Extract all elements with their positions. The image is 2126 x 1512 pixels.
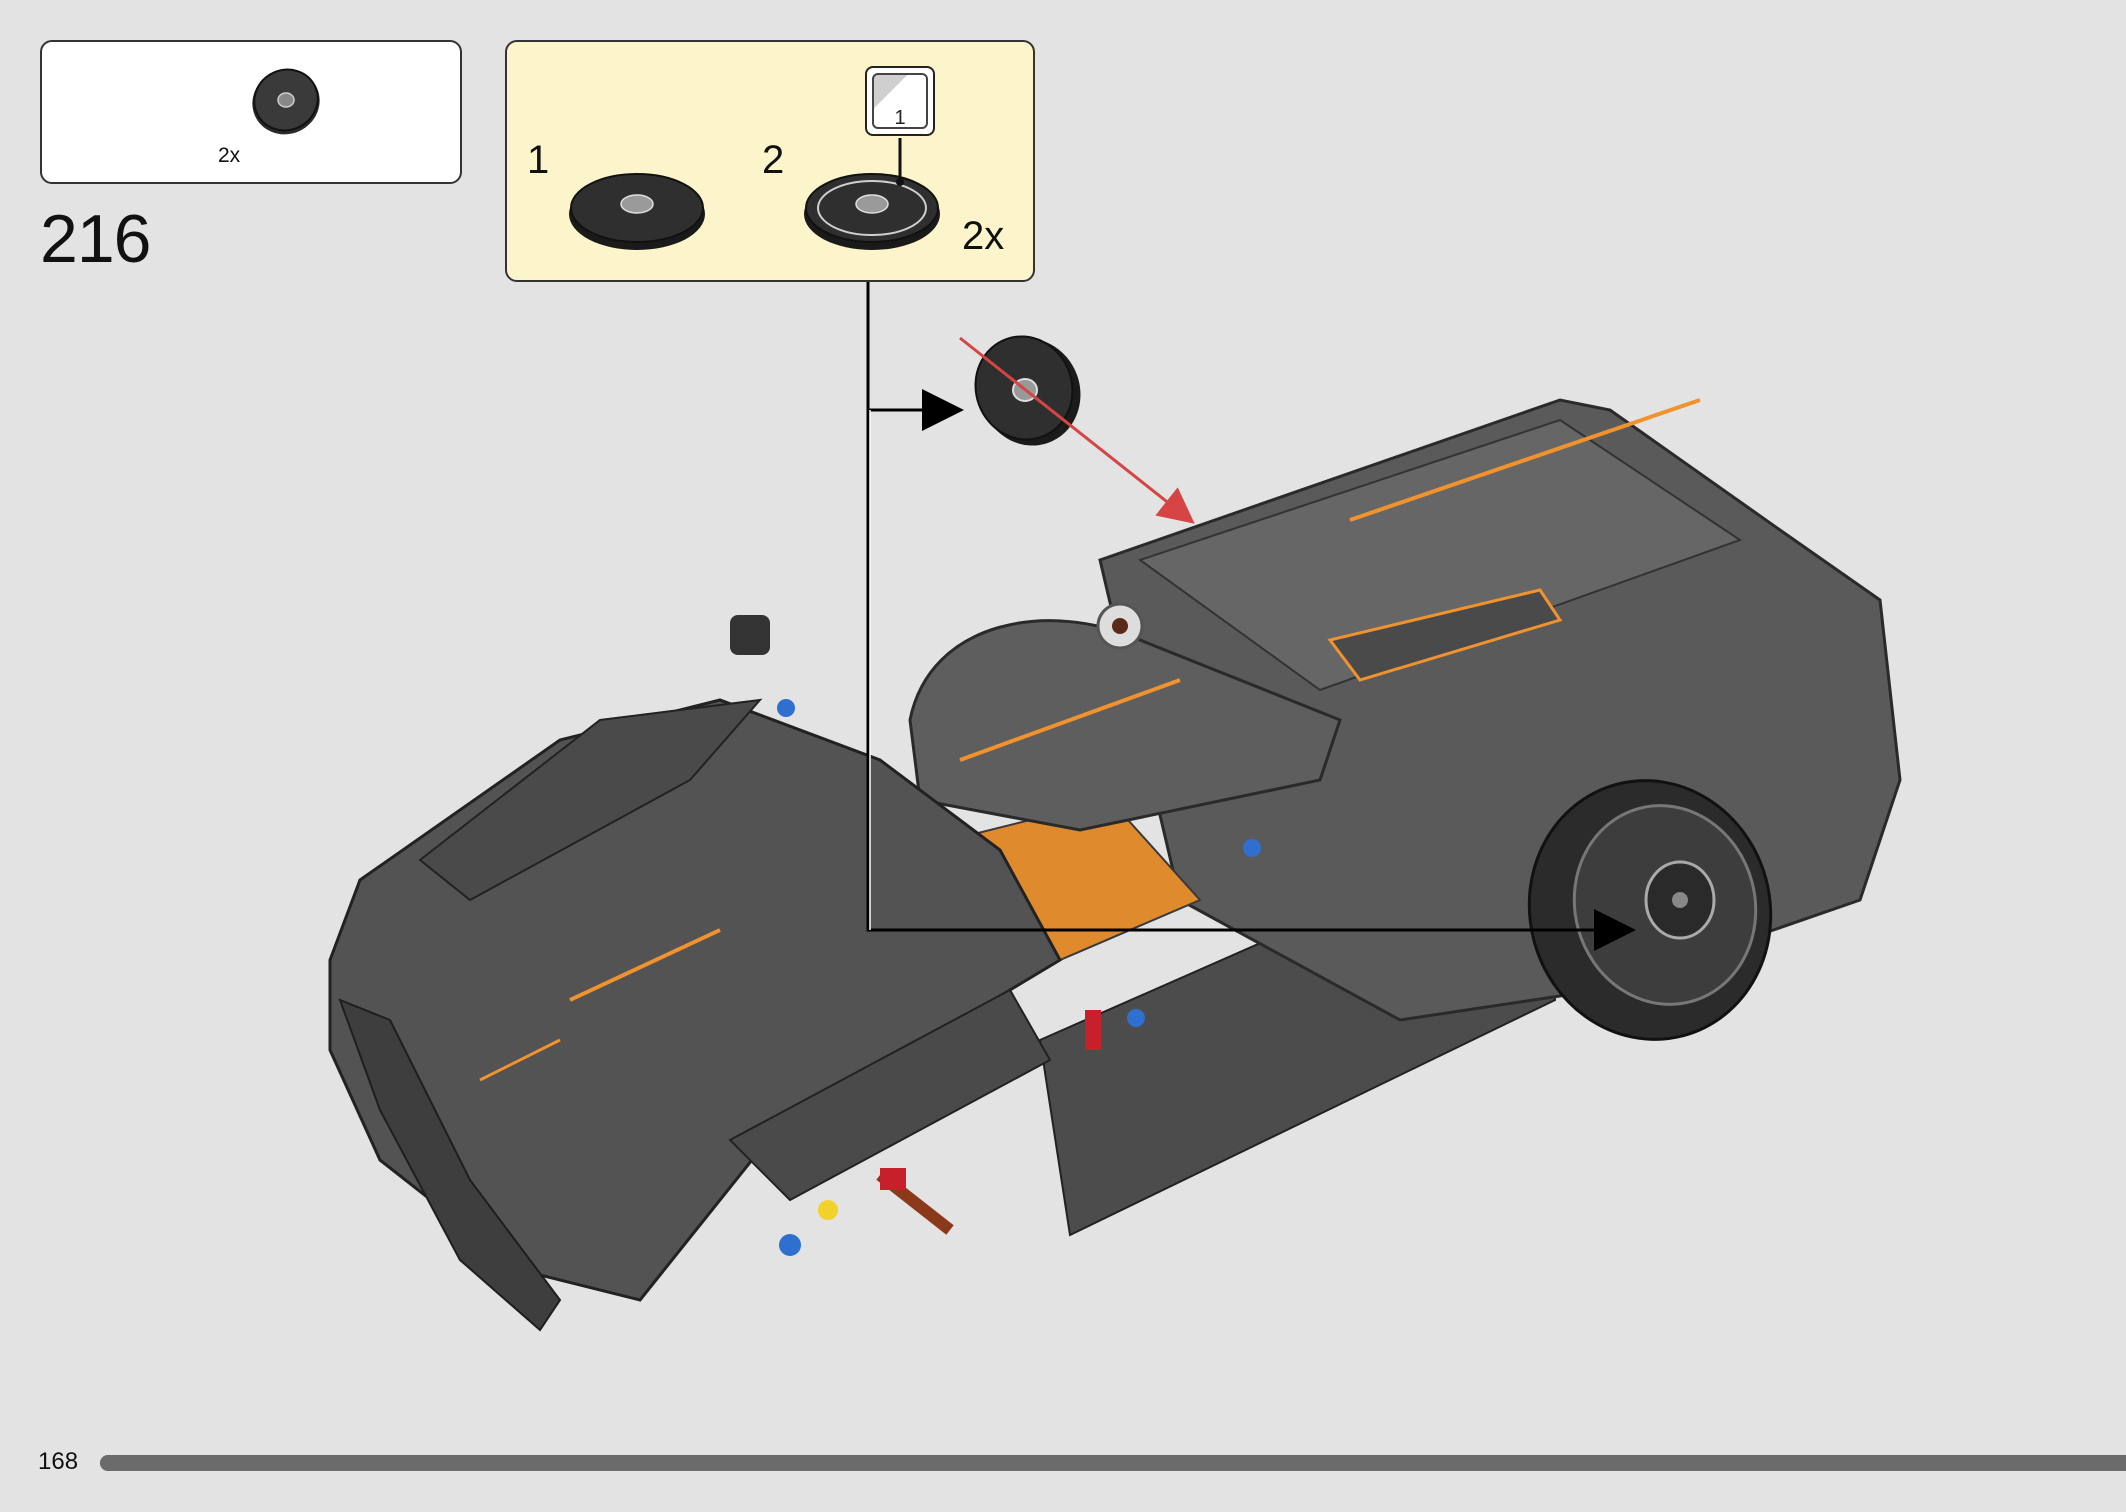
placement-arrow [959,336,1195,524]
progress-fill [100,1455,2126,1471]
sticker-number: 1 [894,107,906,129]
callout-arrow-lower [866,410,1636,951]
rear-light-brick [730,615,770,655]
blue-pin [1243,839,1261,857]
orange-stripe-rear [1349,398,1701,522]
sub-step-label-1: 1 [527,138,550,182]
sub-assembly-multiplier: 2x [962,214,1005,258]
part-quantity: 2x [218,144,241,167]
orange-stripe-nose [479,1038,561,1082]
round-tile-with-sticker-icon [804,173,940,250]
sub-step-label-2: 2 [762,138,785,182]
sub-assembly-callout: 1 2 1 2x [505,40,1035,282]
callout-arrow-upper [866,282,964,431]
progress-bar [100,1455,2126,1471]
orange-stripe-cockpit [959,678,1181,762]
step-number: 216 [40,201,151,277]
sticker-reference: 1 [865,66,935,136]
orange-stripe-hood [569,928,721,1002]
blue-pin [779,1234,801,1256]
blue-pin [1127,1009,1145,1027]
cockpit [908,619,1342,832]
rear-wheel [1527,779,1773,1041]
page-number: 168 [38,1448,79,1475]
engine-cover [1137,418,1743,692]
red-connector [880,1168,906,1190]
red-connector [1085,1010,1101,1050]
rear-vent [1327,588,1563,682]
round-tile-part-icon [252,68,320,135]
front-fender-left [418,698,763,902]
sticker-icon [872,73,928,129]
front-splitter [338,998,562,1332]
round-tile-icon-1 [569,173,705,250]
blue-pin [777,699,795,717]
sub-assembly-drawing [569,138,940,250]
yellow-axle [818,1200,838,1220]
parts-list: 2x [40,40,462,184]
front-fender-right [728,988,1052,1202]
